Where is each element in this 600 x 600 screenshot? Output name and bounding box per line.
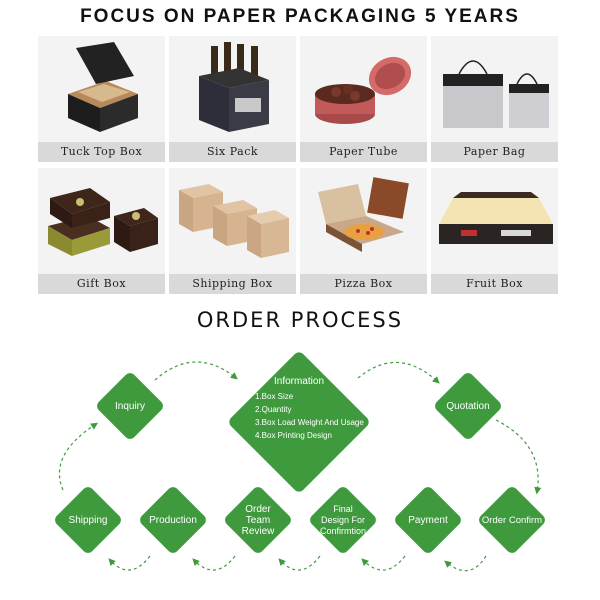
page-title: FOCUS ON PAPER PACKAGING 5 YEARS <box>80 6 520 27</box>
step-payment: Payment <box>392 484 464 556</box>
shipping-box-image <box>179 184 289 258</box>
tuck-top-box-image <box>68 42 138 132</box>
step-shipping: Shipping <box>52 484 124 556</box>
six-pack-image <box>199 42 269 132</box>
product-label: Six Pack <box>169 142 296 162</box>
product-label: Pizza Box <box>300 274 427 294</box>
product-label: Tuck Top Box <box>38 142 165 162</box>
product-label: Gift Box <box>38 274 165 294</box>
product-tile-tuck-top-box[interactable]: Tuck Top Box <box>38 36 165 162</box>
fruit-box-image <box>439 192 553 244</box>
product-label: Fruit Box <box>431 274 558 294</box>
product-label: Shipping Box <box>169 274 296 294</box>
product-tile-gift-box[interactable]: Gift Box <box>38 168 165 294</box>
step-order-team-review: Order Team Review <box>222 484 294 556</box>
information-title: Information <box>273 376 325 387</box>
step-order-confirm: Order Confirm <box>476 484 548 556</box>
product-label: Paper Tube <box>300 142 427 162</box>
step-quotation: Quotation <box>432 370 504 442</box>
product-tile-paper-tube[interactable]: Paper Tube <box>300 36 427 162</box>
product-tile-paper-bag[interactable]: Paper Bag <box>431 36 558 162</box>
product-label: Paper Bag <box>431 142 558 162</box>
product-tile-shipping-box[interactable]: Shipping Box <box>169 168 296 294</box>
step-production: Production <box>137 484 209 556</box>
product-tile-fruit-box[interactable]: Fruit Box <box>431 168 558 294</box>
paper-tube-image <box>315 56 412 124</box>
information-list: 1.Box Size 2.Quantity 3.Box Load Weight … <box>255 392 364 440</box>
step-information: Information 1.Box Size 2.Quantity 3.Box … <box>226 349 372 495</box>
gift-box-image <box>48 188 158 256</box>
process-title: ORDER PROCESS <box>196 308 404 332</box>
step-final-design: Final Design For Confirmtion <box>307 484 379 556</box>
step-inquiry: Inquiry <box>94 370 166 442</box>
product-tile-six-pack[interactable]: Six Pack <box>169 36 296 162</box>
product-tile-pizza-box[interactable]: Pizza Box <box>300 168 427 294</box>
pizza-box-image <box>318 177 409 252</box>
paper-bag-image <box>443 60 549 128</box>
